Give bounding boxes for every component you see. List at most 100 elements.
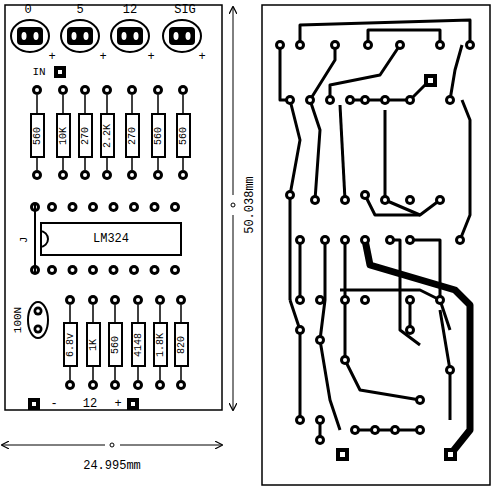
part-value: 270	[128, 126, 138, 144]
pad-hole	[323, 238, 327, 242]
pads	[30, 85, 188, 390]
pad-hole	[383, 98, 387, 102]
part-value: 2.2K	[103, 123, 113, 147]
pad	[176, 295, 186, 305]
part-value: 820	[177, 335, 187, 353]
pad	[340, 195, 350, 205]
pad	[315, 415, 325, 425]
pad-hole	[408, 198, 412, 202]
pad-hole	[173, 268, 177, 272]
dimension: 50.038mm	[244, 174, 256, 236]
part-value: 560	[33, 126, 43, 144]
pad	[102, 85, 112, 95]
pad-hole	[113, 383, 117, 387]
pad-hole	[83, 173, 87, 177]
pad-hole	[186, 32, 191, 40]
pad-hole	[408, 238, 412, 242]
pad	[47, 202, 57, 212]
pad-hole	[383, 198, 387, 202]
pad	[58, 170, 68, 180]
supply-label: 12	[83, 398, 97, 410]
pad-hole	[179, 298, 183, 302]
resistor-symbol: 270	[125, 113, 140, 158]
pad	[415, 425, 425, 435]
pad	[340, 235, 350, 245]
pad-hole	[418, 398, 422, 402]
pad-hole	[278, 43, 282, 47]
pad	[68, 202, 78, 212]
pad	[445, 365, 455, 375]
pad	[405, 95, 415, 105]
pad	[109, 202, 119, 212]
pad-hole	[181, 88, 185, 92]
pad	[129, 265, 139, 275]
pad	[310, 195, 320, 205]
connector-outline	[11, 20, 49, 52]
pad	[127, 170, 137, 180]
polarity-mark: +	[114, 398, 121, 410]
pad-hole	[298, 238, 302, 242]
pad	[415, 395, 425, 405]
pad-hole	[91, 268, 95, 272]
pad-hole	[318, 298, 322, 302]
pad-hole	[71, 205, 75, 209]
pad-hole	[61, 88, 65, 92]
resistor-symbol: 6.8v	[63, 322, 78, 367]
pad-hole	[83, 88, 87, 92]
terminal-name: 5	[76, 4, 83, 16]
pad	[360, 235, 370, 245]
pad	[58, 85, 68, 95]
pad	[178, 170, 188, 180]
pad-hole	[448, 98, 452, 102]
pad	[320, 235, 330, 245]
pad-hole	[388, 238, 392, 242]
pad	[315, 335, 325, 345]
polarity-mark: +	[198, 51, 205, 63]
pad-hole	[34, 32, 39, 40]
pad-hole	[438, 198, 442, 202]
connector-outline	[111, 20, 149, 52]
pad-hole	[343, 358, 347, 362]
polarity-mark: -	[50, 398, 57, 410]
pad	[110, 295, 120, 305]
pad	[133, 380, 143, 390]
pad-hole	[318, 338, 322, 342]
copper-traces	[280, 20, 470, 440]
pad	[350, 425, 360, 435]
pad-hole	[174, 32, 179, 40]
capacitor-outline	[28, 302, 48, 338]
dimension: 24.995mm	[81, 460, 143, 472]
pad	[285, 95, 295, 105]
pad-hole	[35, 88, 39, 92]
part-value: 6.8v	[66, 332, 76, 356]
pad	[88, 295, 98, 305]
pad-hole	[298, 418, 302, 422]
pad	[360, 95, 370, 105]
pad	[155, 295, 165, 305]
pad-hole	[91, 298, 95, 302]
pad	[435, 295, 445, 305]
pad-hole	[353, 428, 357, 432]
pad	[405, 235, 415, 245]
pad	[129, 202, 139, 212]
pad	[170, 265, 180, 275]
pad	[435, 40, 445, 50]
ic-body: LM324	[40, 222, 182, 256]
pad-hole	[113, 298, 117, 302]
pad-hole	[298, 298, 302, 302]
part-value: 4148	[134, 332, 144, 356]
pad	[360, 295, 370, 305]
pad	[170, 202, 180, 212]
power-trace	[365, 240, 470, 455]
pad	[380, 95, 390, 105]
pad-hole	[181, 173, 185, 177]
jumper-wire	[34, 205, 36, 272]
board-outline	[5, 5, 222, 410]
pad	[360, 190, 370, 200]
connector-outline	[61, 20, 99, 52]
pad	[405, 325, 415, 335]
pad	[178, 85, 188, 95]
pad	[32, 85, 42, 95]
pad-hole	[134, 32, 139, 40]
pad	[345, 95, 355, 105]
